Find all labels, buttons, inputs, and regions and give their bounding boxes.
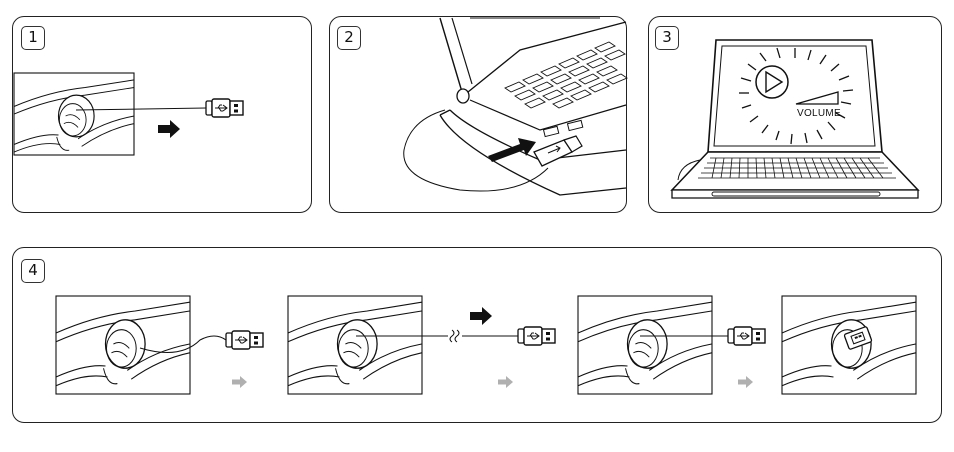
insert-arrow-icon (488, 138, 536, 162)
step-1-illustration (14, 73, 243, 155)
step-2-badge: 2 (337, 26, 361, 50)
usb-plug-icon (206, 99, 243, 117)
step-3-badge: 3 (655, 26, 679, 50)
usb-plug-icon (728, 327, 765, 345)
right-arrow-icon (158, 120, 180, 138)
grey-arrow-icon (738, 376, 753, 388)
grey-arrow-icon (498, 376, 513, 388)
step-3-illustration: VOLUME (672, 40, 918, 198)
usb-plug-icon (518, 327, 555, 345)
volume-label: VOLUME (797, 108, 841, 119)
step-1-badge: 1 (21, 26, 45, 50)
step-4-badge: 4 (21, 259, 45, 283)
step-2-illustration (404, 18, 627, 195)
step-4-illustration (56, 296, 916, 394)
usb-plug-icon (226, 331, 263, 349)
grey-arrow-icon (232, 376, 247, 388)
right-arrow-icon (470, 307, 492, 325)
